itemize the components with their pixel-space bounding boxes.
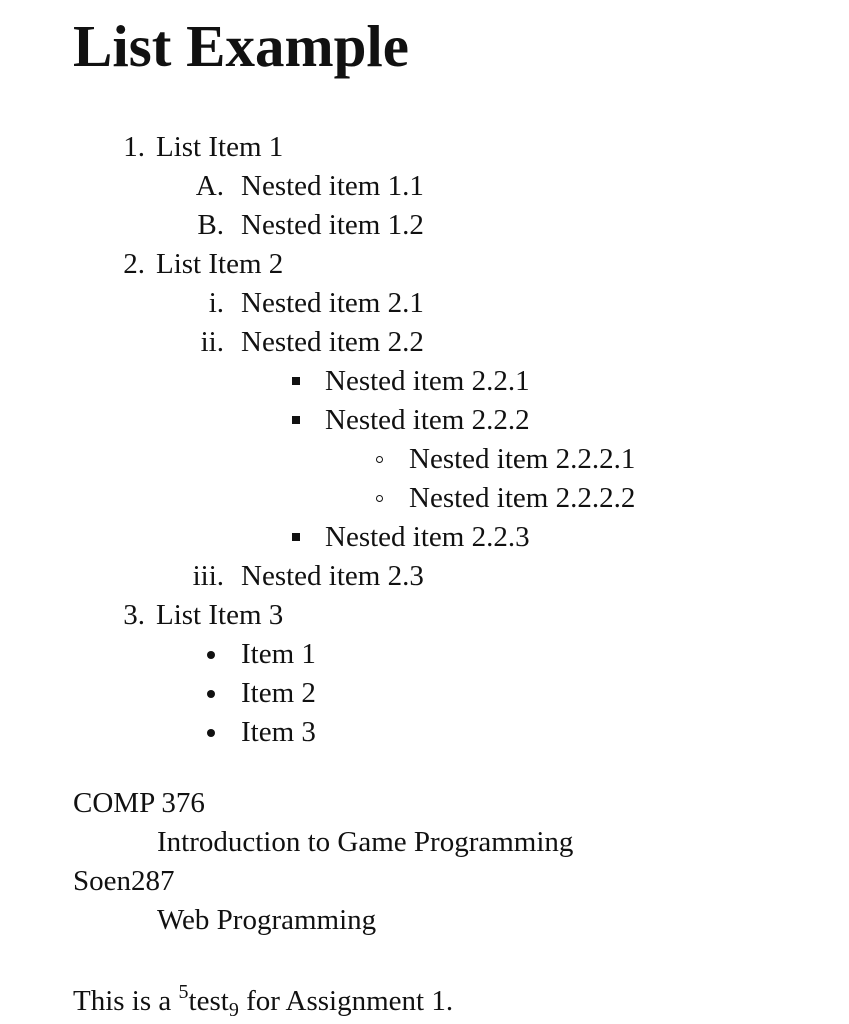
definition-term: COMP 376 xyxy=(73,787,205,819)
list-marker: ii. xyxy=(200,326,224,358)
list-item-label: List Item 2 xyxy=(156,248,284,280)
list-item-label: Nested item 2.2.2.1 xyxy=(409,443,636,475)
list-item-label: Nested item 2.2.2 xyxy=(325,404,530,436)
definition-description: Introduction to Game Programming xyxy=(157,826,574,858)
list-marker: iii. xyxy=(192,560,224,592)
subscript: 9 xyxy=(228,999,239,1021)
disc-bullet-icon xyxy=(207,690,215,698)
list-item-label: List Item 1 xyxy=(156,131,284,163)
square-bullet-icon xyxy=(292,377,300,385)
list-marker: i. xyxy=(208,287,224,319)
list-marker: 2. xyxy=(123,248,145,280)
list-item-label: Nested item 2.1 xyxy=(241,287,424,319)
list-marker: B. xyxy=(197,209,224,241)
list-item-label: Nested item 1.1 xyxy=(241,170,424,202)
list-item-label: Nested item 1.2 xyxy=(241,209,424,241)
paragraph-text-after: for Assignment 1. xyxy=(238,985,454,1017)
disc-bullet-icon xyxy=(207,651,215,659)
definition-term: Soen287 xyxy=(73,865,175,897)
list-marker: A. xyxy=(195,170,224,202)
list-item-label: List Item 3 xyxy=(156,599,284,631)
list-marker: 3. xyxy=(123,599,145,631)
square-bullet-icon xyxy=(292,416,300,424)
page-title: List Example xyxy=(73,13,409,79)
list-item-label: Nested item 2.2 xyxy=(241,326,424,358)
paragraph: This is a 5test9 for Assignment 1. xyxy=(73,982,453,1021)
disc-bullet-icon xyxy=(207,729,215,737)
square-bullet-icon xyxy=(292,533,300,541)
superscript: 5 xyxy=(178,981,189,1003)
list-marker: 1. xyxy=(123,131,145,163)
list-item-label: Item 3 xyxy=(241,716,316,748)
list-item-label: Item 2 xyxy=(241,677,316,709)
list-item-label: Nested item 2.2.1 xyxy=(325,365,530,397)
paragraph-text-before: This is a xyxy=(73,985,179,1017)
list-item-label: Nested item 2.2.2.2 xyxy=(409,482,636,514)
circle-bullet-icon xyxy=(376,456,383,463)
list-item-label: Nested item 2.2.3 xyxy=(325,521,530,553)
definition-description: Web Programming xyxy=(157,904,377,936)
paragraph-word: test xyxy=(188,985,229,1017)
circle-bullet-icon xyxy=(376,495,383,502)
list-item-label: Nested item 2.3 xyxy=(241,560,424,592)
list-item-label: Item 1 xyxy=(241,638,316,670)
